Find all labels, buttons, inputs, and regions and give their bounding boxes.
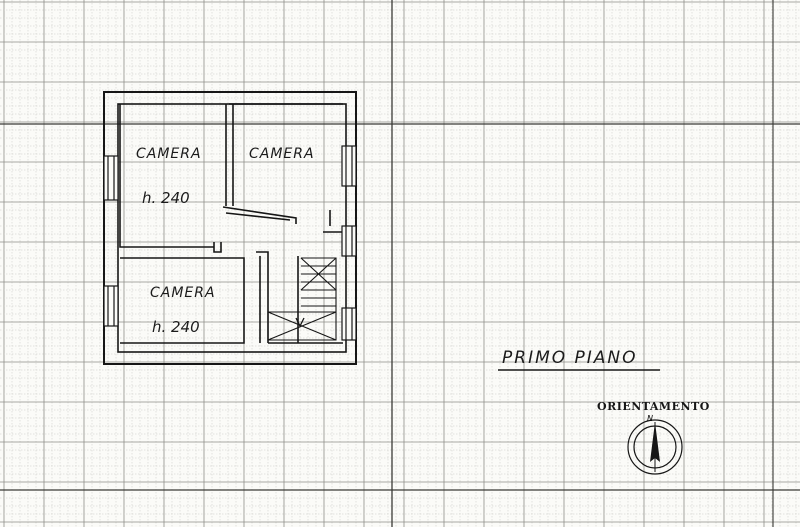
- orientation-label: ORIENTAMENTO: [597, 400, 710, 413]
- window-right-mid: [341, 225, 357, 257]
- orientation-block: ORIENTAMENTO N: [597, 400, 710, 475]
- room-label-top-right: CAMERA: [249, 146, 315, 162]
- room-height-bottom-left: h. 240: [152, 318, 200, 336]
- window-left-top: [103, 155, 119, 201]
- interior-walls: [119, 103, 343, 344]
- staircase: [267, 257, 337, 341]
- room-label-top-left: CAMERA: [136, 146, 202, 162]
- room-height-top-left: h. 240: [142, 189, 190, 207]
- window-right-top: [341, 145, 357, 187]
- floor-title: PRIMO PIANO: [502, 348, 638, 368]
- room-label-bottom-left: CAMERA: [150, 285, 216, 301]
- window-left-bottom: [103, 285, 119, 327]
- north-arrow-icon: [627, 419, 683, 475]
- window-right-bottom: [341, 307, 357, 341]
- exterior-walls: [103, 91, 357, 365]
- north-letter: N: [647, 414, 653, 423]
- windows: [103, 145, 357, 341]
